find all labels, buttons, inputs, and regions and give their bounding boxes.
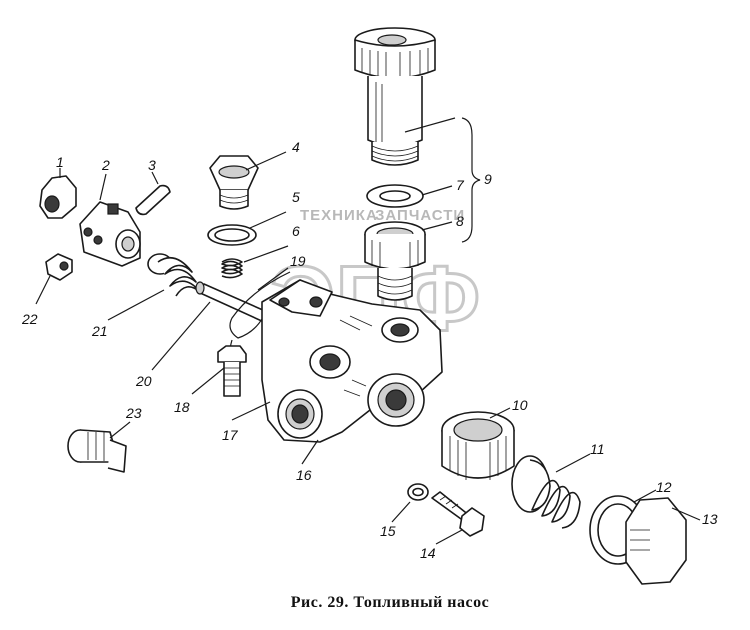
part-23-fitting: [67, 421, 131, 473]
label-18: 18: [174, 399, 190, 415]
label-20: 20: [135, 373, 152, 389]
label-11: 11: [590, 441, 605, 457]
label-14: 14: [420, 545, 436, 561]
label-7: 7: [456, 177, 465, 193]
part-15-lock-washer: [391, 483, 429, 523]
label-16: 16: [296, 467, 312, 483]
part-5-washer: [207, 211, 287, 246]
label-1: 1: [56, 154, 64, 170]
label-8: 8: [456, 213, 464, 229]
part-11-spring: [511, 453, 591, 529]
part-18-bolt: [191, 345, 247, 397]
label-15: 15: [380, 523, 396, 539]
part-14-bolt: [431, 491, 485, 545]
label-2: 2: [101, 157, 110, 173]
label-12: 12: [656, 479, 672, 495]
part-3-pin: [135, 171, 171, 216]
part-2-lever-housing: [79, 173, 141, 267]
part-10-sleeve: [441, 407, 515, 480]
label-23: 23: [125, 405, 142, 421]
part-labels: 1 2 3 4 5 6 7 8 9 10 11 12 13 14 15 16 1…: [21, 139, 718, 561]
part-13-cap: [625, 497, 701, 585]
label-4: 4: [292, 139, 300, 155]
label-19: 19: [290, 253, 306, 269]
label-10: 10: [512, 397, 528, 413]
label-21: 21: [91, 323, 108, 339]
figure-caption: Рис. 29. Топливный насос: [290, 594, 490, 611]
label-5: 5: [292, 189, 300, 205]
watermark-text-2: ЗАПЧАСТИ: [375, 207, 465, 224]
label-22: 22: [21, 311, 38, 327]
label-6: 6: [292, 223, 300, 239]
part-22-clip: [35, 253, 73, 305]
part-1-nut: [39, 168, 77, 219]
label-17: 17: [222, 427, 239, 443]
watermark-text-1: ТЕХНИКА: [300, 207, 378, 224]
part-6-spring: [221, 245, 289, 279]
part-16-pump-body: [231, 279, 443, 465]
label-3: 3: [148, 157, 156, 173]
part-9-primer-assembly: [354, 27, 481, 301]
part-4-plug: [209, 151, 287, 210]
label-13: 13: [702, 511, 718, 527]
label-9: 9: [484, 171, 492, 187]
